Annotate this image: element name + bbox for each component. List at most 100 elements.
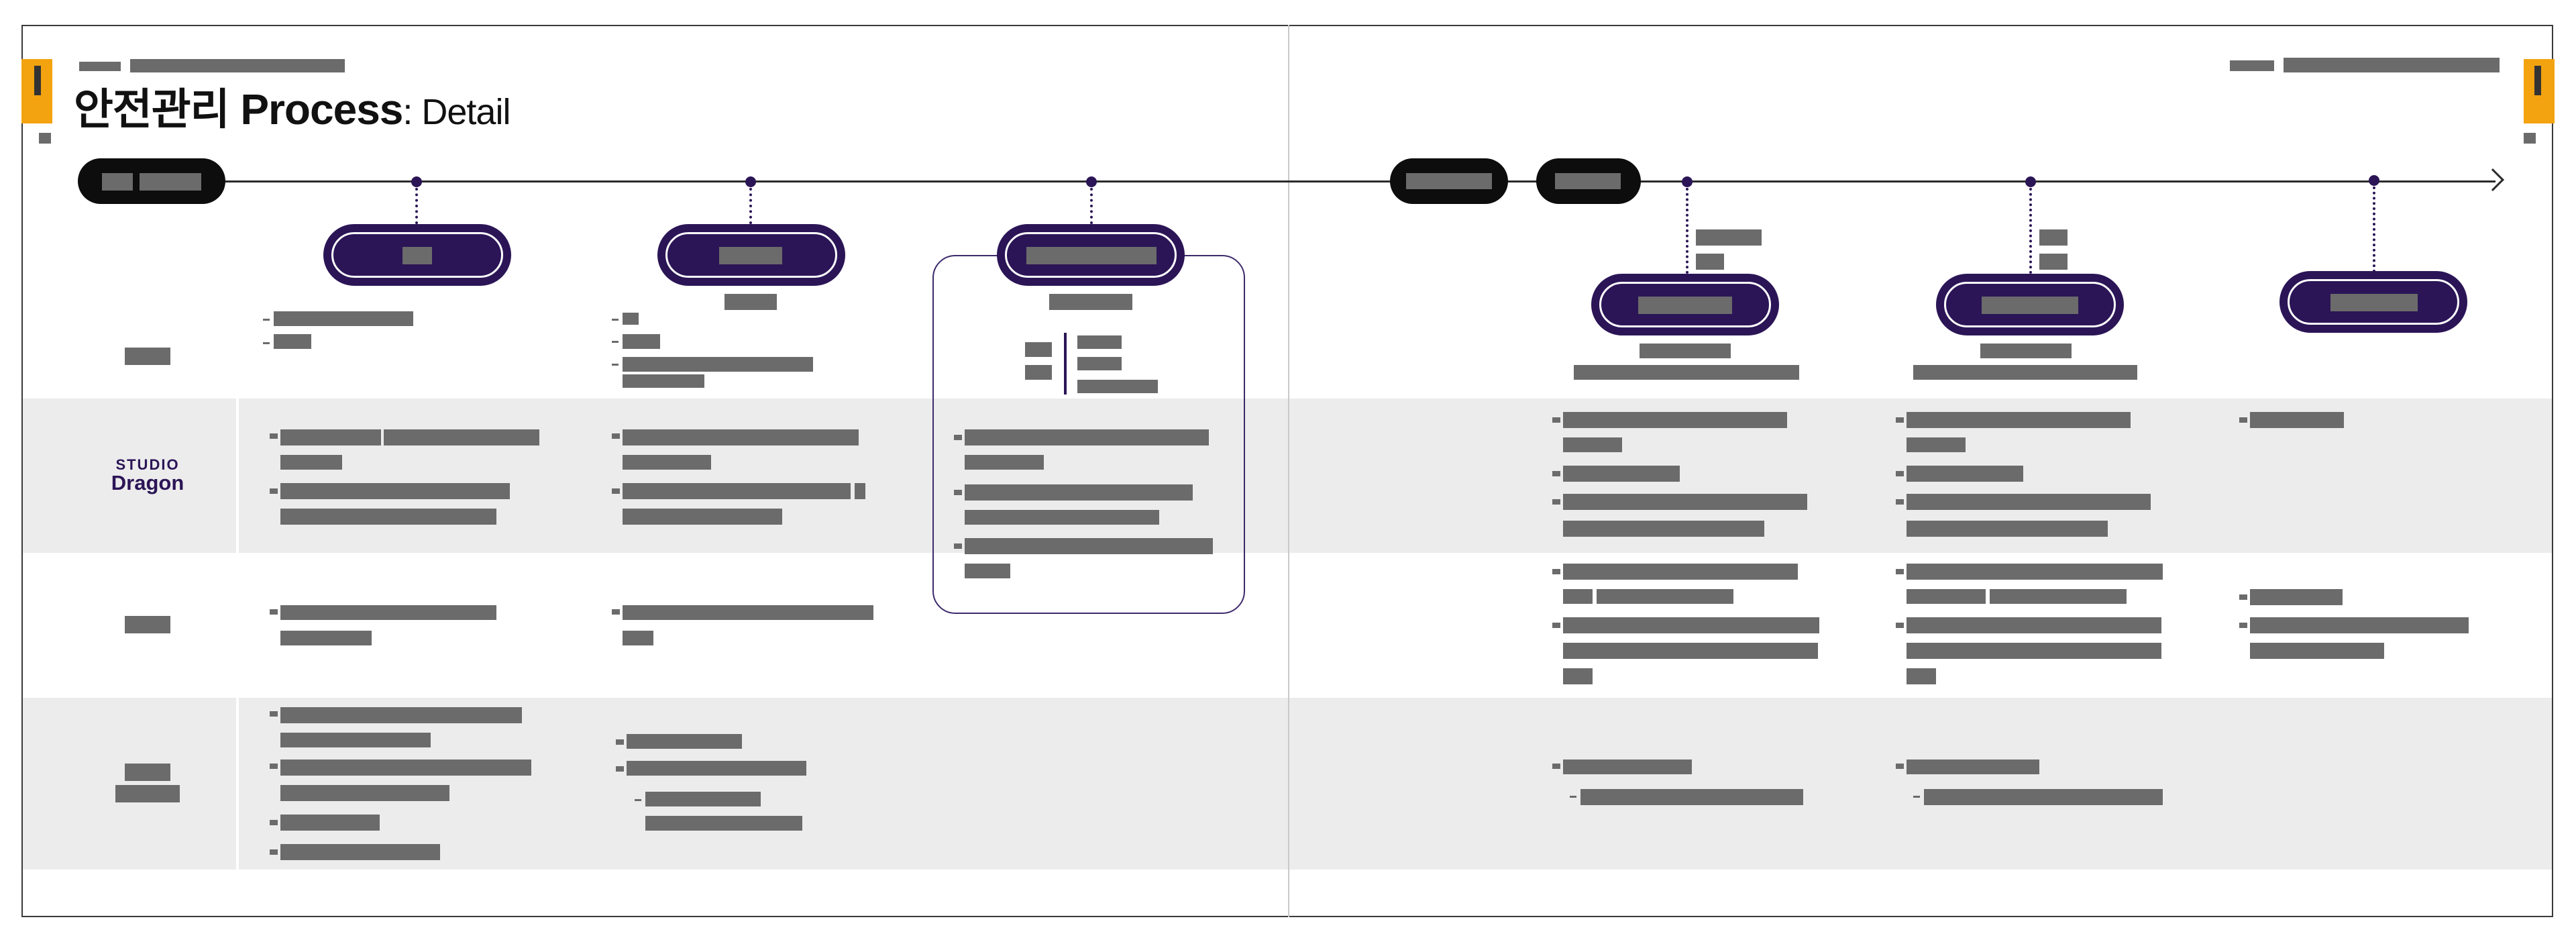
square-bullet: [1896, 499, 1904, 505]
milestone-dot-icon: [2369, 175, 2379, 186]
dash-bullet: [263, 319, 270, 321]
dash-bullet: [1570, 796, 1576, 798]
cell-redacted-text: [280, 733, 431, 747]
square-bullet: [954, 490, 962, 495]
node-redacted-label: [1638, 297, 1732, 314]
cell-redacted-text: [1563, 521, 1764, 537]
header-redacted-text: [79, 62, 121, 71]
cell-redacted-text: [623, 334, 660, 349]
cell-redacted-text: [2250, 412, 2344, 428]
callout-redacted-text: [965, 455, 1044, 470]
square-bullet: [1552, 417, 1560, 423]
logo-line-1: STUDIO: [115, 456, 180, 473]
title-detail: : Detail: [402, 92, 511, 132]
header-redacted-text: [130, 59, 345, 72]
square-bullet: [1552, 623, 1560, 628]
cell-redacted-text: [1907, 760, 2039, 774]
node-caption: [1980, 344, 2072, 358]
square-bullet: [954, 543, 962, 549]
cell-redacted-text: [280, 631, 372, 645]
cell-redacted-text: [1907, 668, 1936, 684]
header-redacted-text: [2284, 58, 2500, 72]
cell-redacted-text: [623, 483, 851, 499]
cell-redacted-text: [1563, 589, 1593, 604]
row-label-3: [125, 616, 170, 633]
cell-redacted-text: [384, 429, 539, 446]
cell-redacted-text: [280, 707, 522, 723]
cell-redacted-text: [1907, 437, 1966, 452]
cell-redacted-text: [2250, 617, 2469, 633]
square-bullet: [954, 435, 962, 440]
cell-redacted-text: [627, 761, 806, 776]
callout-redacted-text: [965, 484, 1193, 501]
callout-redacted-text: [1077, 357, 1122, 370]
left-page-marker: [39, 133, 51, 144]
dash-bullet: [635, 799, 641, 801]
cell-redacted-text: [1563, 564, 1798, 580]
process-step-node-2: [657, 224, 845, 286]
square-bullet: [1896, 471, 1904, 476]
timeline-axis: [201, 180, 2496, 182]
square-bullet: [612, 488, 620, 494]
cell-redacted-text: [645, 816, 802, 831]
node-redacted-label: [1026, 247, 1157, 264]
cell-redacted-text: [280, 815, 380, 831]
cell-redacted-text: [623, 455, 711, 470]
cell-redacted-text: [1907, 466, 2023, 482]
node-caption: [1049, 294, 1132, 310]
milestone-dot-icon: [1682, 176, 1693, 187]
milestone-dot-icon: [411, 176, 422, 187]
dash-bullet: [612, 364, 619, 366]
right-page-tab-mark: [2534, 66, 2541, 95]
square-bullet: [2239, 623, 2247, 628]
cell-redacted-text: [1924, 789, 2163, 805]
cell-redacted-text: [1907, 494, 2151, 510]
square-bullet: [270, 764, 278, 769]
square-bullet: [270, 820, 278, 825]
row-label-1: [125, 348, 170, 365]
row-label-divider: [236, 399, 239, 553]
square-bullet: [1552, 764, 1560, 769]
title-korean: 안전관리: [74, 85, 230, 134]
logo-line-2: Dragon: [111, 471, 184, 494]
milestone-connector: [2029, 188, 2032, 274]
phase-pill-redacted-label: [102, 173, 133, 191]
cell-redacted-text: [1907, 589, 1986, 604]
left-page-tab-mark: [34, 66, 41, 95]
milestone-connector: [1686, 188, 1688, 274]
cell-redacted-text: [280, 844, 440, 860]
node-redacted-label: [1982, 297, 2078, 314]
milestone-connector: [749, 188, 752, 224]
cell-redacted-text: [1563, 643, 1818, 659]
square-bullet: [270, 488, 278, 494]
cell-redacted-text: [623, 357, 813, 372]
page-frame: [21, 25, 2553, 917]
node-redacted-label: [2330, 294, 2418, 311]
node-side-note: [1696, 254, 1724, 270]
square-bullet: [1896, 764, 1904, 769]
dash-bullet: [1913, 796, 1920, 798]
cell-redacted-text: [855, 483, 865, 499]
cell-redacted-text: [1990, 589, 2127, 604]
cell-redacted-text: [1907, 643, 2161, 659]
square-bullet: [1896, 569, 1904, 574]
cell-redacted-text: [645, 792, 761, 806]
callout-redacted-text: [965, 564, 1010, 578]
square-bullet: [2239, 594, 2247, 600]
cell-redacted-text: [280, 483, 510, 499]
row-band-4: [23, 698, 2552, 870]
page-title: 안전관리 Process: Detail: [74, 75, 511, 137]
cell-redacted-text: [2250, 589, 2343, 605]
square-bullet: [270, 609, 278, 615]
square-bullet: [270, 433, 278, 439]
cell-redacted-text: [1563, 617, 1819, 633]
cell-redacted-text: [623, 374, 704, 388]
row-label-4: [115, 785, 180, 802]
row-label-divider: [236, 698, 239, 870]
square-bullet: [612, 609, 620, 615]
title-process: Process: [240, 85, 403, 134]
callout-redacted-text: [965, 510, 1159, 525]
callout-redacted-text: [1025, 365, 1052, 380]
square-bullet: [1552, 499, 1560, 505]
